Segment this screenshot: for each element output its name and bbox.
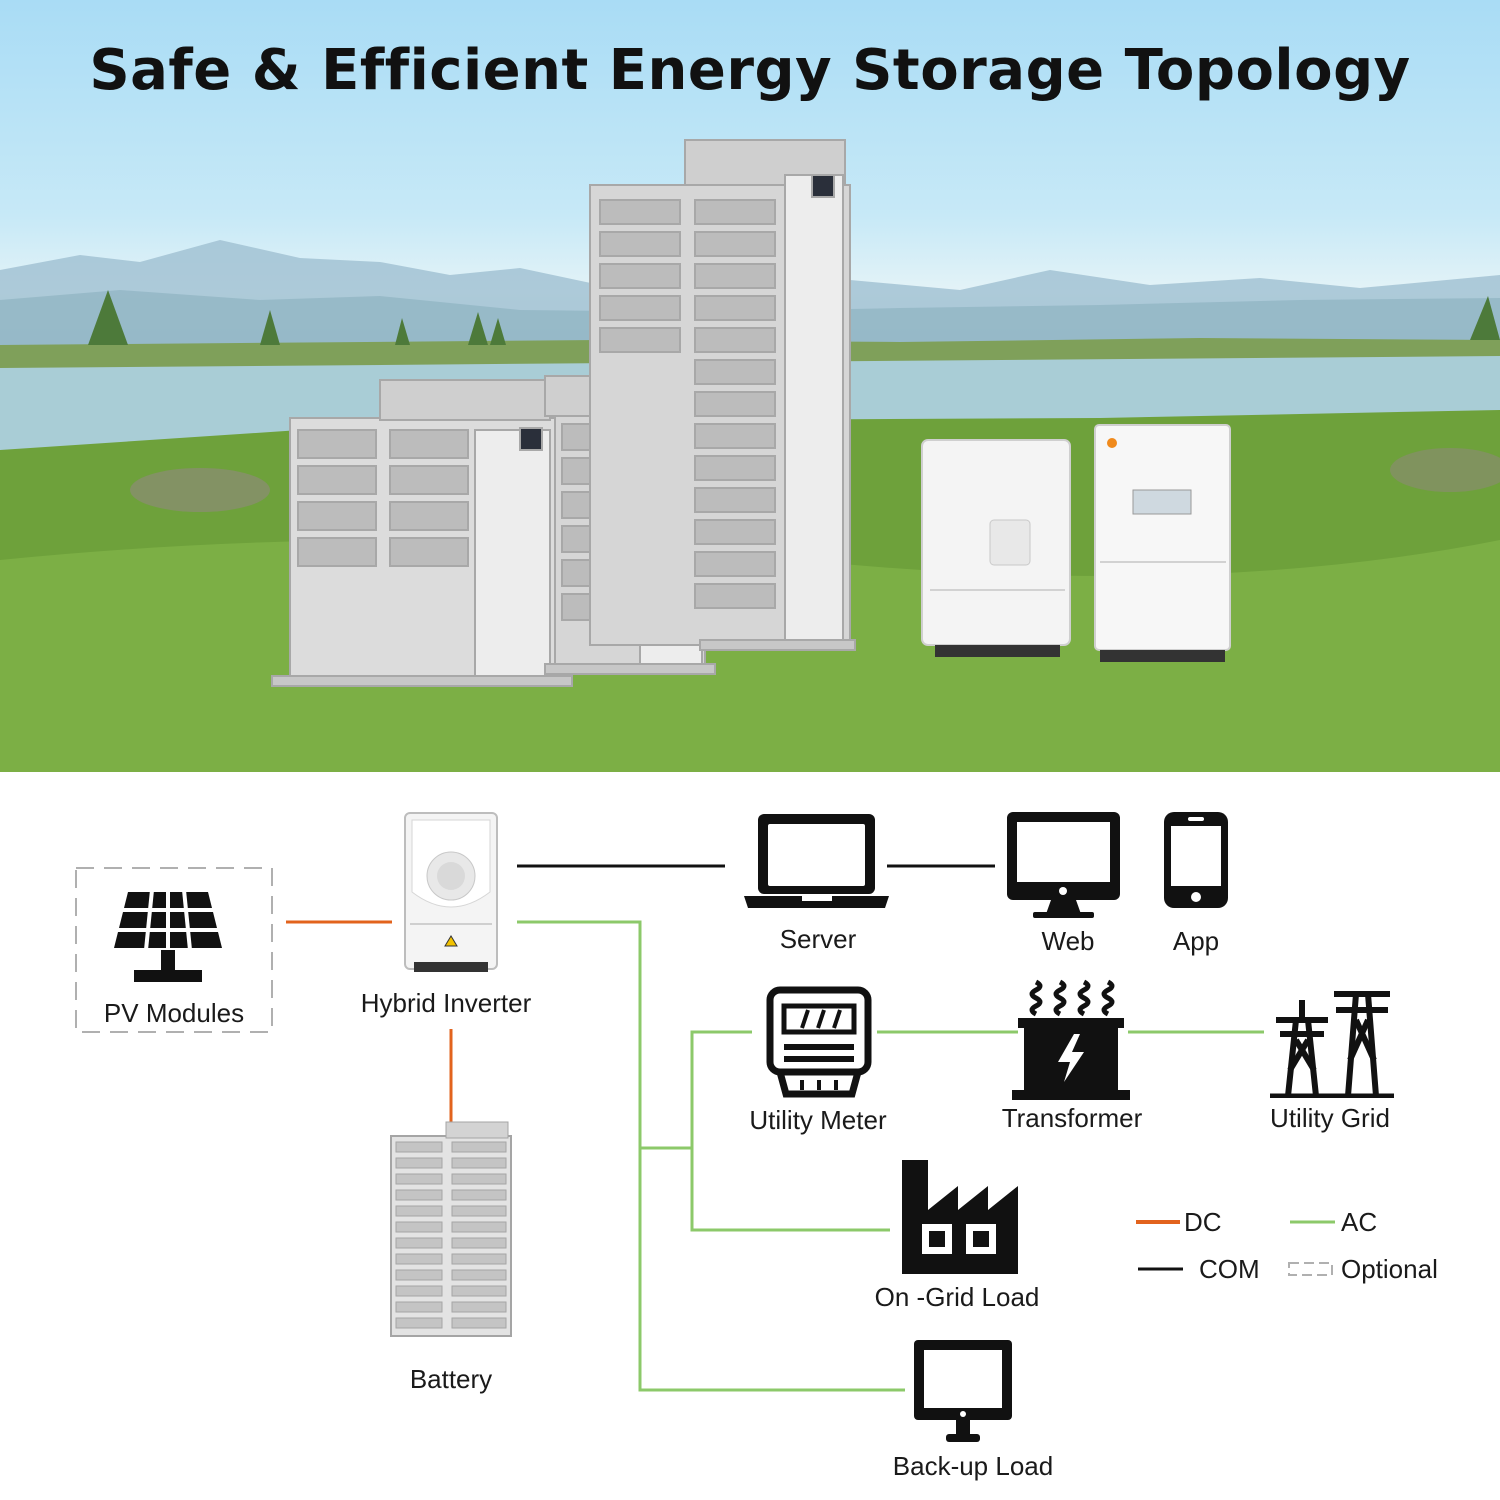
legend-optional-swatch bbox=[1288, 1262, 1333, 1276]
solar-panel-icon bbox=[114, 890, 222, 982]
legend-optional-label: Optional bbox=[1341, 1254, 1438, 1284]
hero-banner: Safe & Efficient Energy Storage Topology bbox=[0, 0, 1500, 772]
ac-line-meter-ongrid bbox=[690, 1030, 890, 1232]
backup-load-label: Back-up Load bbox=[892, 1451, 1054, 1481]
rock-right bbox=[1390, 448, 1500, 492]
trees bbox=[88, 290, 1500, 345]
page-title: Safe & Efficient Energy Storage Topology bbox=[89, 38, 1411, 103]
battery-rack-icon bbox=[390, 1121, 512, 1337]
battery-rack-tall bbox=[589, 139, 856, 651]
on-grid-load-label: On -Grid Load bbox=[874, 1282, 1040, 1312]
transformer-icon bbox=[1012, 979, 1130, 1100]
utility-meter-label: Utility Meter bbox=[749, 1105, 887, 1135]
pv-modules-label: PV Modules bbox=[103, 998, 245, 1028]
hero-scene bbox=[0, 139, 1500, 772]
desktop-monitor-icon bbox=[1007, 812, 1120, 918]
battery-rack-small bbox=[271, 379, 573, 687]
app-label: App bbox=[1172, 926, 1220, 956]
legend-ac-label: AC bbox=[1341, 1207, 1378, 1237]
web-label: Web bbox=[1041, 926, 1095, 956]
connections bbox=[75, 864, 1335, 1392]
smartphone-icon bbox=[1164, 812, 1228, 908]
rock-left bbox=[130, 468, 270, 512]
transformer-label: Transformer bbox=[1001, 1103, 1143, 1133]
server-label: Server bbox=[779, 924, 857, 954]
utility-meter-icon bbox=[766, 986, 872, 1098]
legend-dc-label: DC bbox=[1184, 1207, 1222, 1237]
pv-optional-box bbox=[75, 867, 273, 1033]
hybrid-inverter-label: Hybrid Inverter bbox=[360, 988, 532, 1018]
topology-diagram: PV Modules Hybrid Inverter bbox=[0, 772, 1500, 1500]
factory-icon bbox=[902, 1160, 1018, 1274]
power-tower-icon bbox=[1270, 991, 1394, 1098]
laptop-icon bbox=[744, 814, 889, 908]
battery-label: Battery bbox=[409, 1364, 493, 1394]
ac-line-trunk bbox=[517, 920, 905, 1392]
utility-grid-label: Utility Grid bbox=[1270, 1103, 1390, 1133]
backup-load-monitor-icon bbox=[914, 1340, 1012, 1442]
hybrid-inverter-icon bbox=[404, 812, 498, 972]
hybrid-inverter-photo-1 bbox=[921, 439, 1071, 657]
hybrid-inverter-photo-2 bbox=[1094, 424, 1231, 662]
legend-com-label: COM bbox=[1199, 1254, 1260, 1284]
